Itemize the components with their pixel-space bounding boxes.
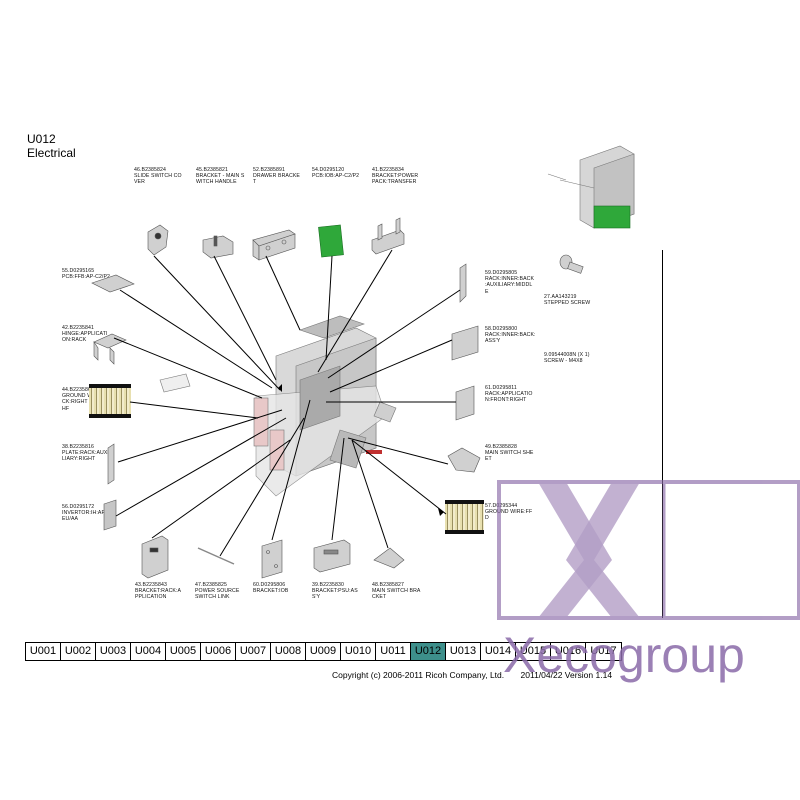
divider-line <box>662 250 663 618</box>
part-label-41: 41.B2235834 BRACKET:POWER PACK:TRANSFER <box>372 167 419 186</box>
part-label-56: 56.D0295172 INVERTOR:IH:AP2 EU/AA <box>62 504 108 523</box>
nav-tab-u008[interactable]: U008 <box>271 643 306 660</box>
part-61-rack-front[interactable] <box>455 385 475 421</box>
part-label-59: 59.D0295805 RACK:INNER:BACK :AUXILIARY:M… <box>485 270 535 295</box>
part-label-48: 48.B2385827 MAIN SWITCH BRA CKET <box>372 582 421 601</box>
part-label-27: 27.AA143219 STEPPED SCREW <box>544 294 591 307</box>
nav-tab-u009[interactable]: U009 <box>306 643 341 660</box>
part-47-link[interactable] <box>197 547 235 565</box>
part-46-slide-switch-cover[interactable] <box>147 224 169 256</box>
part-label-43: 43.B2235843 BRACKET:RACK:A PPLICATION <box>135 582 182 601</box>
nav-tab-u005[interactable]: U005 <box>166 643 201 660</box>
part-label-47: 47.B2385825 POWER SOURCE SWITCH LINK <box>195 582 240 601</box>
part-49-main-switch-sheet[interactable] <box>447 447 481 473</box>
part-56-invertor[interactable] <box>103 499 117 531</box>
part-55-pcb[interactable] <box>91 274 135 293</box>
part-48-main-switch-bracket[interactable] <box>373 547 405 569</box>
part-39-bracket-psu[interactable] <box>313 539 351 573</box>
assembly-thumbnail[interactable] <box>547 145 635 229</box>
part-label-42: 42.B2235841 HINGE:APPLICATI ON:RACK <box>62 325 108 344</box>
part-label-46: 46.B2385824 SLIDE SWITCH CO VER <box>134 167 182 186</box>
nav-tab-u004[interactable]: U004 <box>131 643 166 660</box>
nav-tab-u011[interactable]: U011 <box>376 643 411 660</box>
nav-tab-u003[interactable]: U003 <box>96 643 131 660</box>
part-27-stepped-screw[interactable] <box>559 254 584 274</box>
nav-tab-u001[interactable]: U001 <box>26 643 61 660</box>
part-38-plate[interactable] <box>107 443 115 485</box>
ground-wire-57-image[interactable] <box>445 500 484 534</box>
copyright-text: Copyright (c) 2006-2011 Ricoh Company, L… <box>332 670 505 680</box>
nav-tab-u013[interactable]: U013 <box>446 643 481 660</box>
nav-tab-u010[interactable]: U010 <box>341 643 376 660</box>
nav-tab-u017[interactable]: U017 <box>590 645 617 657</box>
nav-tab-u016[interactable]: U016 <box>551 643 586 660</box>
page-code: U012 <box>27 132 56 146</box>
part-label-52: 52.B2385891 DRAWER BRACKE T <box>253 167 300 186</box>
nav-tab-u002[interactable]: U002 <box>61 643 96 660</box>
nav-tab-u007[interactable]: U007 <box>236 643 271 660</box>
part-label-54: 54.D0295120 PCB:IOB:AP-C2/P2 <box>312 167 360 180</box>
nav-tab-u014[interactable]: U014 <box>481 643 516 660</box>
part-45-bracket[interactable] <box>202 235 234 259</box>
part-label-55: 55.D0295165 PCB:FFB:AP-C2/P2 <box>62 268 111 281</box>
part-label-38: 38.B2235816 PLATE:RACK:AUXI LIARY:RIGHT <box>62 444 109 463</box>
part-54-pcb-iob[interactable] <box>318 224 344 258</box>
part-42-hinge[interactable] <box>93 333 127 365</box>
part-59-rack-inner[interactable] <box>459 263 467 303</box>
footer: Copyright (c) 2006-2011 Ricoh Company, L… <box>332 670 626 680</box>
part-label-60: 60.D0295806 BRACKET:IOB <box>253 582 289 595</box>
nav-tab-u015[interactable]: U015 <box>516 643 551 660</box>
ground-wire-44-image[interactable] <box>89 384 131 418</box>
part-43-bracket[interactable] <box>141 535 169 579</box>
part-label-45: 45.B2385821 BRACKET - MAIN S WITCH HANDL… <box>196 167 245 186</box>
part-52-drawer-bracket[interactable] <box>252 229 296 261</box>
section-title: Electrical <box>27 146 76 160</box>
part-label-58: 58.D0295800 RACK:INNER:BACK: ASS'Y <box>485 326 536 345</box>
part-label-39: 39.B2235830 BRACKET:PSU:AS S'Y <box>312 582 358 601</box>
nav-tab-u012[interactable]: U012 <box>411 643 446 660</box>
part-label-61: 61.D0295811 RACK:APPLICATIO N:FRONT:RIGH… <box>485 385 533 404</box>
part-58-rack-inner-back[interactable] <box>451 325 479 361</box>
version-text: 2011/04/22 Version 1.14 <box>520 670 613 680</box>
part-60-bracket-iob[interactable] <box>261 539 283 579</box>
part-41-bracket-power-pack[interactable] <box>371 217 405 255</box>
page-title: U012 Electrical <box>27 132 76 160</box>
part-label-9: 9.09544008N (x 1) SCREW - M4X8 <box>544 352 590 365</box>
part-label-49: 49.B2385828 MAIN SWITCH SHE ET <box>485 444 534 463</box>
nav-tab-u006[interactable]: U006 <box>201 643 236 660</box>
main-rack-assembly <box>159 315 397 497</box>
